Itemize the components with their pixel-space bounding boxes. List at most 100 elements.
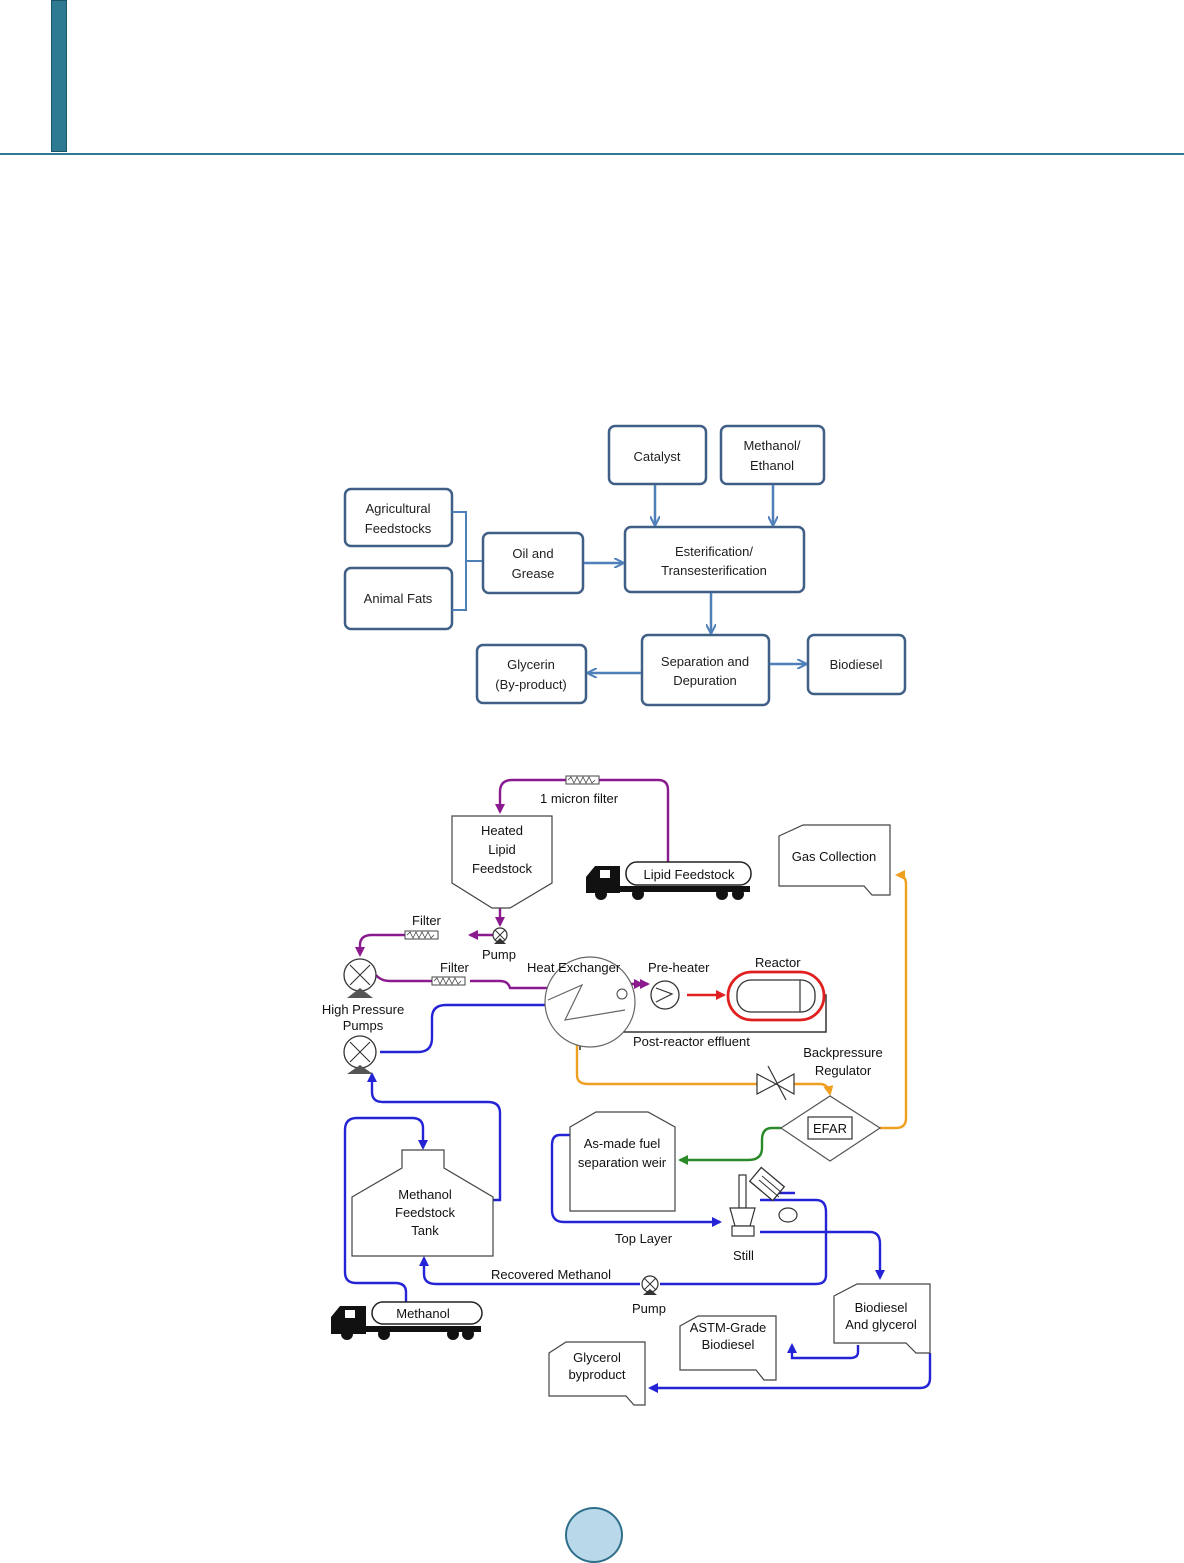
weir-label-1: As-made fuel (584, 1136, 661, 1151)
biodiesel-glycerol-vessel (833, 1283, 931, 1354)
filter-upper-label: Filter (412, 913, 442, 928)
lipid-line-filter-to-hopper (495, 778, 566, 814)
methanol-tank-vessel (351, 1149, 494, 1257)
separation-box: Separation and Depuration (640, 633, 771, 707)
backpressure-label-1: Backpressure (803, 1045, 882, 1060)
still-label: Still (733, 1248, 754, 1263)
heated-lipid-hopper (451, 815, 553, 909)
header-accent-bar (51, 0, 67, 152)
efar-to-weir-line (678, 1126, 781, 1165)
svg-text:Methanol/: Methanol/ (743, 438, 800, 453)
lipid-line-filter-to-hp-pump (355, 933, 405, 957)
micron-filter-label: 1 micron filter (540, 791, 619, 806)
page-number-badge (565, 1507, 623, 1563)
biodiesel-box: Biodiesel (806, 633, 907, 696)
filter-upper-icon (404, 930, 439, 940)
agricultural-feedstocks-box: Agricultural Feedstocks (343, 487, 454, 548)
lipid-truck-label: Lipid Feedstock (643, 867, 735, 882)
svg-text:Agricultural: Agricultural (365, 501, 430, 516)
methanol-line-truck-to-tank (343, 1116, 428, 1302)
astm-label-2: Biodiesel (702, 1337, 755, 1352)
hopper-label-1: Heated (481, 823, 523, 838)
gas-collection-vessel (778, 824, 891, 896)
methanol-truck-label: Methanol (396, 1306, 450, 1321)
methanol-tank-label-2: Feedstock (395, 1205, 455, 1220)
svg-text:Esterification/: Esterification/ (675, 544, 753, 559)
glycerin-box: Glycerin (By-product) (475, 643, 588, 705)
backpressure-label-2: Regulator (815, 1063, 872, 1078)
biodiesel-to-glycerol-line (648, 1353, 932, 1393)
process-flow-diagram: 1 micron filter Heated Lipid Feedstock L… (322, 775, 932, 1406)
hp-pump-2-icon (343, 1035, 377, 1074)
feedstock-bracket (452, 511, 483, 611)
svg-text:Grease: Grease (512, 566, 555, 581)
pump-lower-icon (641, 1275, 659, 1295)
hp-pumps-label-1: High Pressure (322, 1002, 404, 1017)
animal-fats-box: Animal Fats (343, 566, 454, 631)
hp-pumps-label-2: Pumps (343, 1018, 384, 1033)
effluent-line-regulator-to-efar (794, 1082, 834, 1096)
reactor-vessel (726, 970, 826, 1022)
svg-text:Glycerin: Glycerin (507, 657, 555, 672)
still-to-biodiesel-line (760, 1230, 885, 1280)
top-layer-label: Top Layer (615, 1231, 673, 1246)
lipid-truck-icon (586, 861, 752, 900)
svg-text:Transesterification: Transesterification (661, 563, 767, 578)
pump-upper-icon (492, 927, 508, 944)
heat-exchanger-icon (544, 956, 636, 1048)
catalyst-box: Catalyst (607, 424, 708, 486)
glycerol-byproduct-vessel (548, 1341, 646, 1406)
heat-exchanger-label: Heat Exchanger (527, 960, 621, 975)
gas-collection-label: Gas Collection (792, 849, 877, 864)
methanol-ethanol-box: Methanol/ Ethanol (719, 424, 826, 486)
astm-label-1: ASTM-Grade (690, 1320, 767, 1335)
hp-pump-1-icon (343, 958, 377, 998)
reactor-label: Reactor (755, 955, 801, 970)
effluent-line-to-regulator (575, 1037, 757, 1086)
filter-lower-label: Filter (440, 960, 470, 975)
esterification-box: Esterification/ Transesterification (623, 525, 806, 594)
svg-text:(By-product): (By-product) (495, 677, 567, 692)
biodiesel-to-astm-line (787, 1343, 860, 1360)
glycerol-label-1: Glycerol (573, 1350, 621, 1365)
efar-label: EFAR (813, 1121, 847, 1136)
lipid-line-truck-to-filter (599, 778, 670, 862)
hopper-label-3: Feedstock (472, 861, 532, 876)
separation-weir-vessel (569, 1111, 676, 1212)
methanol-tank-label-1: Methanol (398, 1187, 452, 1202)
methanol-line-tank-to-hp-pump (367, 1072, 502, 1202)
still-icon (729, 1166, 798, 1237)
methanol-truck-icon (331, 1301, 483, 1340)
biodiesel-glycerol-label-2: And glycerol (845, 1317, 917, 1332)
recovered-methanol-label: Recovered Methanol (491, 1267, 611, 1282)
hopper-label-2: Lipid (488, 842, 515, 857)
svg-text:Separation and: Separation and (661, 654, 749, 669)
biodiesel-glycerol-label-1: Biodiesel (855, 1300, 908, 1315)
astm-biodiesel-vessel (679, 1315, 777, 1381)
svg-text:Feedstocks: Feedstocks (365, 521, 432, 536)
pre-heater-label: Pre-heater (648, 960, 710, 975)
pump-upper-label: Pump (482, 947, 516, 962)
svg-text:Depuration: Depuration (673, 673, 737, 688)
svg-text:Catalyst: Catalyst (634, 449, 681, 464)
filter-lower-icon (431, 976, 466, 986)
svg-text:Animal Fats: Animal Fats (364, 591, 433, 606)
weir-label-2: separation weir (578, 1155, 667, 1170)
svg-text:Oil and: Oil and (512, 546, 553, 561)
recovered-methanol-line (424, 1198, 828, 1286)
svg-text:Biodiesel: Biodiesel (830, 657, 883, 672)
methanol-tank-label-3: Tank (411, 1223, 439, 1238)
efar-unit (779, 1095, 882, 1162)
glycerol-label-2: byproduct (568, 1367, 625, 1382)
svg-text:Ethanol: Ethanol (750, 458, 794, 473)
post-reactor-label: Post-reactor effluent (633, 1034, 750, 1049)
header-rule (0, 153, 1184, 155)
biodiesel-flowchart: Agricultural Feedstocks Animal Fats Oil … (343, 424, 907, 707)
pump-lower-label: Pump (632, 1301, 666, 1316)
oil-grease-box: Oil and Grease (481, 531, 585, 595)
efar-to-gas-collection-line (880, 870, 908, 1130)
micron-filter-icon (565, 775, 600, 785)
backpressure-regulator-icon (756, 1065, 795, 1101)
pre-heater-icon (650, 980, 680, 1010)
methanol-line-hp-pump-to-hx (380, 1000, 617, 1054)
